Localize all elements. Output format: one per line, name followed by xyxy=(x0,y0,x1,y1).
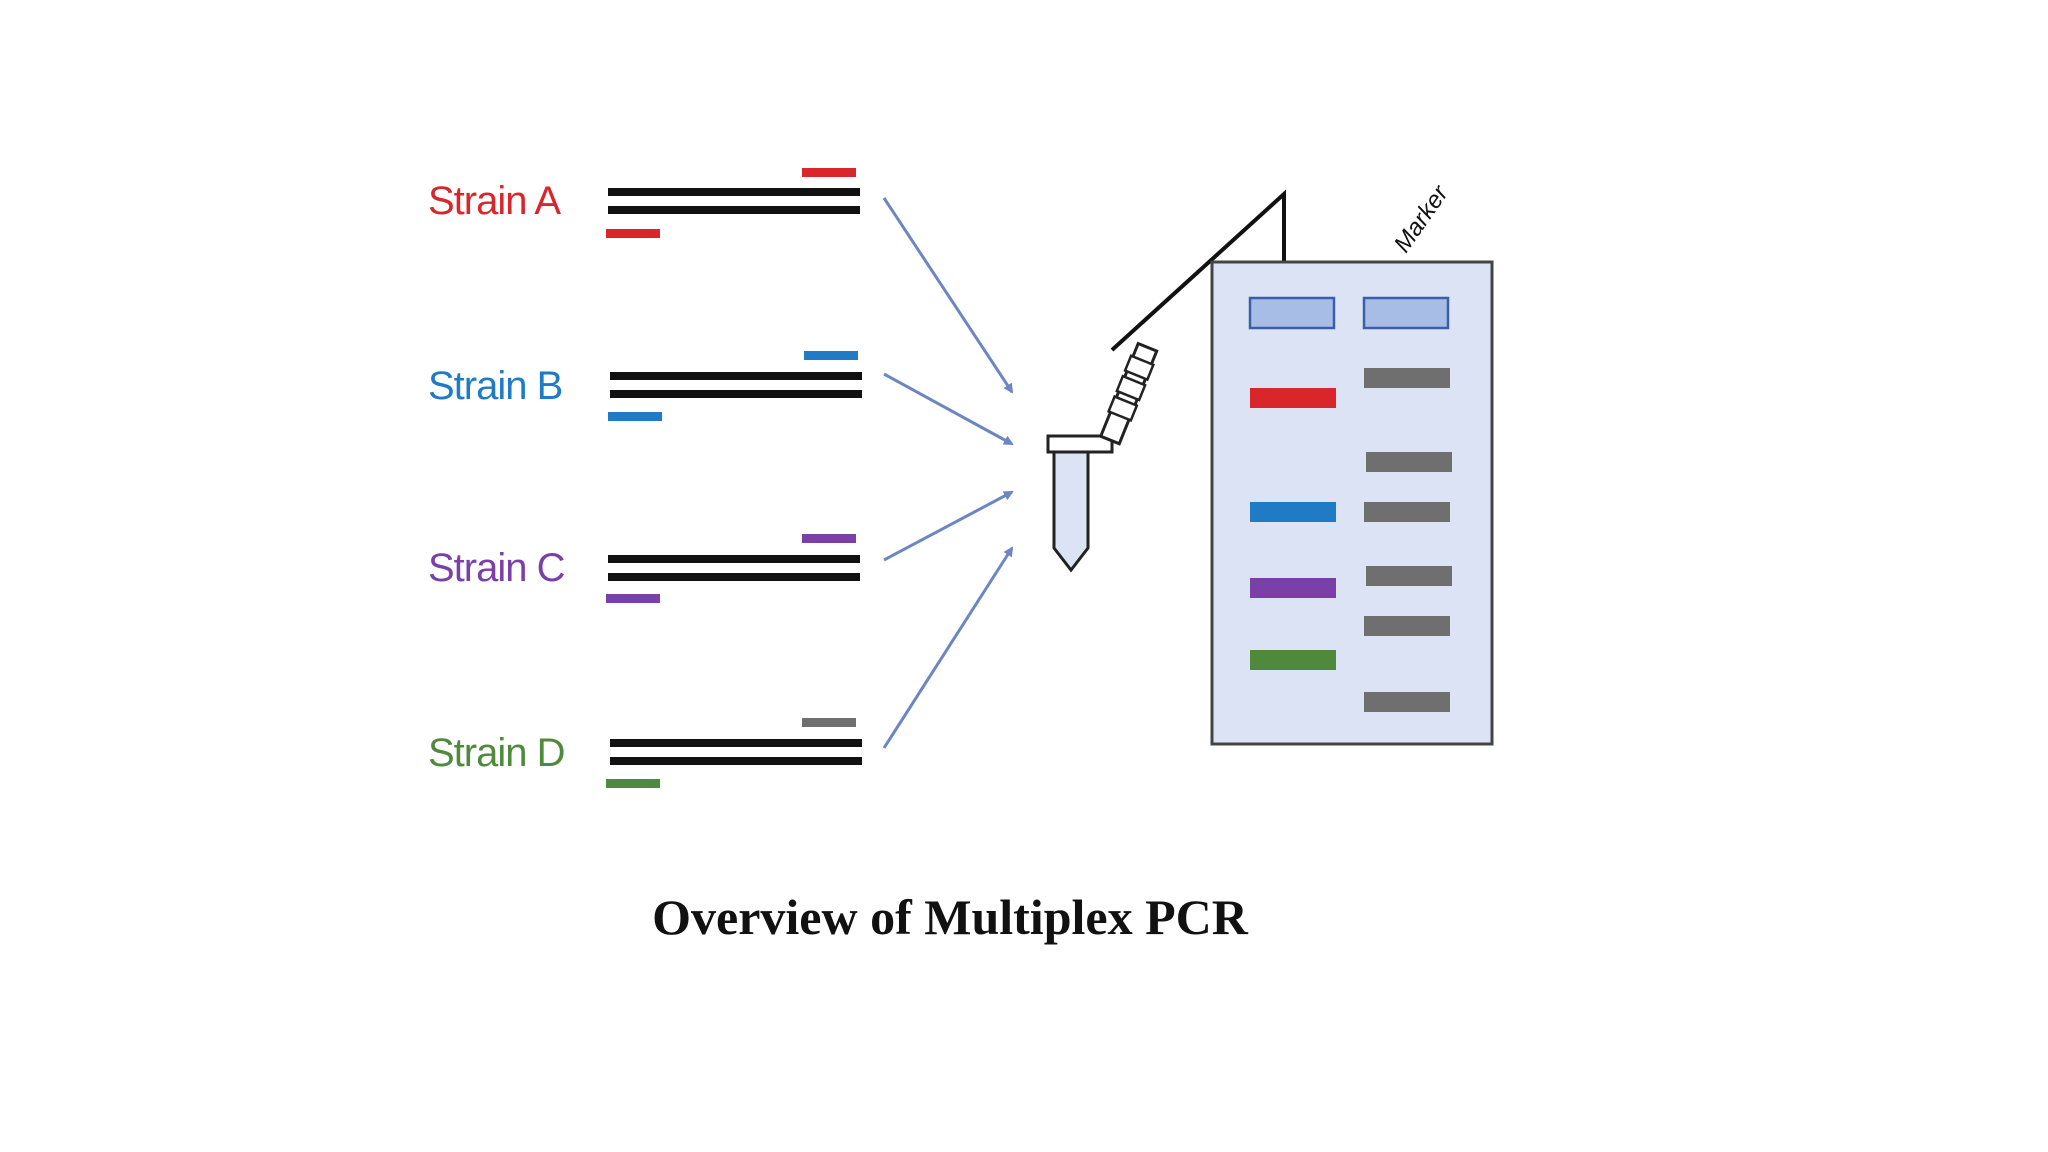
arrow-strain-b-to-tube xyxy=(883,372,1014,446)
strain-d-label: Strain D xyxy=(428,731,565,775)
strain-a-label: Strain A xyxy=(428,179,561,223)
strain-a-dna-top-strand xyxy=(608,188,860,196)
sample-band-strain-c xyxy=(1250,578,1336,598)
sample-well xyxy=(1248,296,1336,330)
strain-b-reverse-primer xyxy=(608,412,662,421)
strain-a-reverse-primer xyxy=(606,229,660,238)
strain-d-forward-primer xyxy=(802,718,856,727)
sample-band-strain-d xyxy=(1250,650,1336,670)
strain-a-dna-bottom-strand xyxy=(608,206,860,214)
pcr-tube-rim xyxy=(1046,434,1114,454)
strain-c-forward-primer xyxy=(802,534,856,543)
strain-c-group: Strain C xyxy=(428,534,860,603)
strain-c-label: Strain C xyxy=(428,546,565,590)
marker-band xyxy=(1364,616,1450,636)
arrow-strain-d-to-tube xyxy=(882,546,1014,749)
strain-c-reverse-primer xyxy=(606,594,660,603)
marker-well xyxy=(1362,296,1450,330)
marker-band xyxy=(1366,566,1452,586)
strain-b-dna-top-strand xyxy=(610,372,862,380)
strain-d-reverse-primer xyxy=(606,779,660,788)
figure-caption: Overview of Multiplex PCR xyxy=(652,889,1248,945)
pcr-tube-cap xyxy=(1098,341,1159,446)
strain-a-forward-primer xyxy=(802,168,856,177)
strain-d-group: Strain D xyxy=(428,718,862,788)
strain-b-forward-primer xyxy=(804,351,858,360)
marker-label: Marker xyxy=(1389,180,1455,257)
sample-band-strain-b xyxy=(1250,502,1336,522)
marker-band xyxy=(1364,368,1450,388)
sample-band-strain-a xyxy=(1250,388,1336,408)
strain-d-dna-top-strand xyxy=(610,739,862,747)
strain-c-dna-bottom-strand xyxy=(608,573,860,581)
strain-b-group: Strain B xyxy=(428,351,862,421)
strain-b-dna-bottom-strand xyxy=(610,390,862,398)
marker-band xyxy=(1364,692,1450,712)
pcr-tube-icon xyxy=(1046,341,1159,573)
marker-band xyxy=(1366,452,1452,472)
strain-b-label: Strain B xyxy=(428,364,562,408)
strain-c-dna-top-strand xyxy=(608,555,860,563)
arrow-strain-c-to-tube xyxy=(883,490,1014,562)
pcr-tube-body xyxy=(1052,450,1090,573)
strain-d-dna-bottom-strand xyxy=(610,757,862,765)
strain-a-group: Strain A xyxy=(428,168,860,238)
loading-arrow xyxy=(1110,189,1291,352)
gel-electrophoresis: Marker xyxy=(1210,180,1494,746)
converging-arrows xyxy=(882,197,1014,749)
arrow-strain-a-to-tube xyxy=(882,197,1014,394)
marker-band xyxy=(1364,502,1450,522)
